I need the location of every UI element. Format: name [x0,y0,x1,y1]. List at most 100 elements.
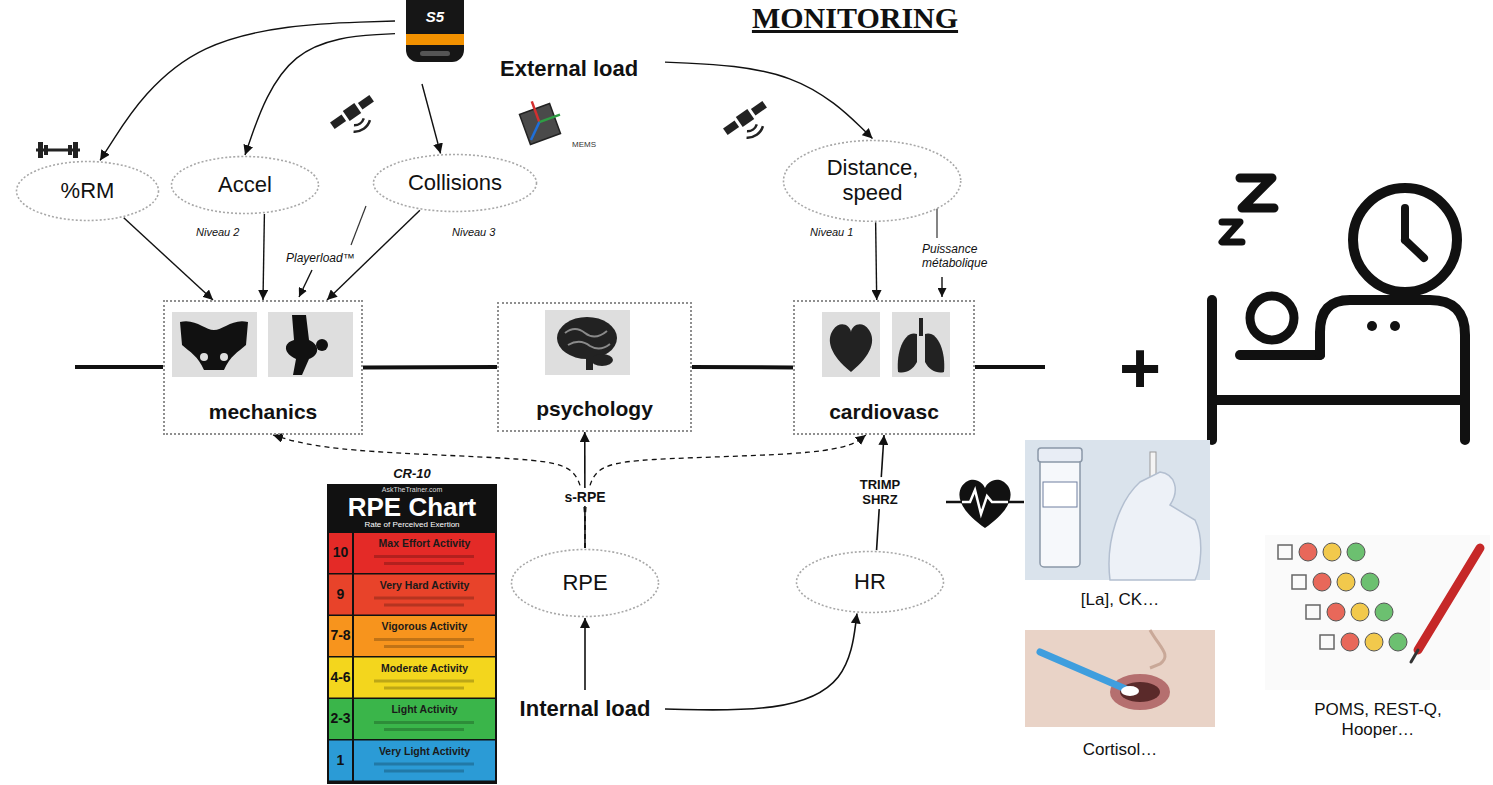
icon-background [892,312,950,377]
node-text: psychology [536,397,653,421]
ellipse-border [797,552,944,613]
icon-background [268,312,353,377]
brain-icon [557,317,617,359]
test-tube-box [1040,455,1080,567]
level-cell [329,533,352,573]
level-cell [329,741,352,781]
level-row [354,658,495,698]
blood-test-picture [1025,440,1210,580]
level-note: Niveau 2 [196,226,239,239]
mood-face [1327,603,1345,621]
fine-print [384,645,464,648]
ecg-line [946,501,962,504]
chart-title: RPE Chart [327,494,497,520]
signal-wave [354,118,365,127]
connector-arrow [100,21,395,160]
leader-arrow [941,277,942,297]
fine-print [384,562,464,565]
device-body [406,0,464,62]
sleep-z [1222,222,1242,242]
mood-face [1313,573,1331,591]
connector-arrow [665,614,857,710]
blanket-dot [1390,321,1400,331]
level-cell [329,699,352,739]
fine-print [374,680,474,683]
node-text: Internal load [520,696,651,721]
satellite-icon [329,93,384,142]
fine-print [384,770,464,773]
scale-description: Very Light Activity [356,745,493,758]
icon-background [545,310,630,375]
scale-description: Moderate Activity [356,662,493,675]
scale-description: Max Effort Activity [356,537,493,550]
satellite-panel [751,101,767,116]
system-box: mechanics [163,300,363,435]
satellite-body [343,103,361,121]
bed-mattress [1240,350,1320,360]
dashed-connector [273,435,585,548]
ecg-line [1008,501,1024,504]
pen-tip [1411,650,1418,662]
scale-value: 1 [329,752,352,769]
pen [1418,548,1480,650]
check-box [1278,545,1292,559]
fine-print [374,721,474,724]
leader-arrow [299,270,312,297]
lips [1110,674,1170,710]
load-source: Internal load [505,690,665,728]
brainstem-icon [586,355,593,370]
test-tube-cap [1038,448,1082,462]
mood-face [1323,543,1341,561]
leader-line [936,208,937,238]
leader-line [351,206,366,245]
node-text: %RM [61,178,115,203]
ellipse-border [374,155,537,212]
heart-icon [830,324,872,372]
photo-background [1025,630,1215,727]
tube-label [1043,482,1077,507]
satellite-body [736,109,754,127]
metric-ellipse: Distance, speed [782,139,962,223]
questionnaire-picture [1265,535,1490,690]
sleep-icon [1212,178,1465,440]
level-row [354,699,495,739]
connector-arrow [363,365,497,370]
fine-print [384,687,464,690]
level-note: Niveau 1 [810,226,853,239]
satellite-panel [358,95,374,110]
level-note: Niveau 3 [452,226,495,239]
chart-subtitle: Rate of Perceived Exertion [327,520,497,530]
icon-background [822,312,880,377]
system-box: psychology [497,302,692,432]
trachea-icon [919,318,923,336]
device-slot [420,51,450,56]
satellite-panel [723,120,739,135]
mood-face [1361,573,1379,591]
brain-fold [568,342,610,349]
scale-value: 9 [329,586,352,603]
ellipse-border [17,162,159,221]
signal-wave [747,126,765,140]
barbell-plate [44,145,48,155]
swab-stick [1040,652,1128,690]
check-box [1292,575,1306,589]
axis-arrow [539,115,560,123]
node-text: RPE [562,570,607,595]
mood-face [1351,603,1369,621]
kneecap-icon [316,339,328,351]
node-text: Distance, speed [817,155,927,206]
lung-icon [925,333,944,372]
measure-caption: [La], CK… [1025,590,1215,610]
edge-label: TRIMP SHRZ [851,477,909,509]
axis-line [75,365,163,369]
sleep-z [1240,178,1274,208]
clock-face [1353,188,1457,292]
signal-wave [354,120,372,134]
measure-caption: Cortisol… [1025,740,1215,760]
clock-hand [1401,208,1409,240]
pelvis-hole [200,353,208,361]
level-cell [329,616,352,656]
